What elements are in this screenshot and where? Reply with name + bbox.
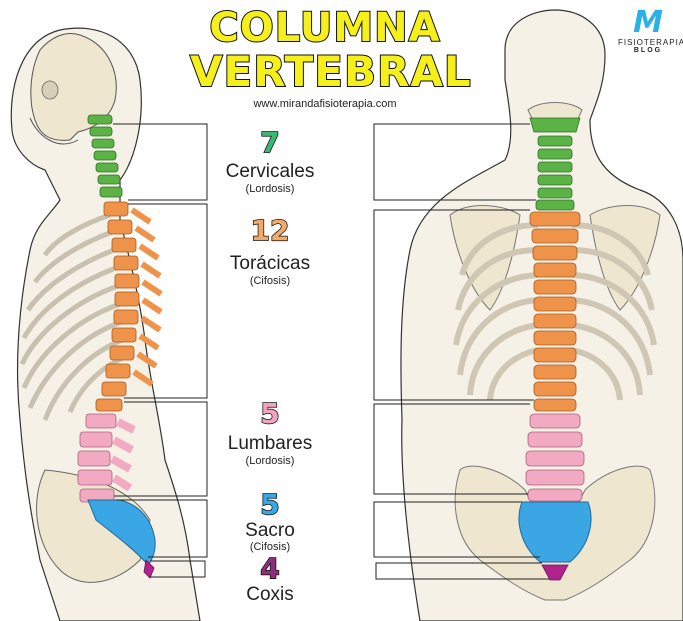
logo-line-1: FISIOTERAPIA [618, 38, 678, 47]
coccyx-count: 4 [200, 554, 340, 584]
coccyx-name: Coxis [200, 584, 340, 606]
title-line-2: VERTEBRAL [190, 50, 460, 94]
lumbar-curve: (Lordosis) [200, 455, 340, 468]
lateral-view [11, 28, 207, 621]
logo-line-2: BLOG [618, 47, 678, 54]
title-line-1: COLUMNA [190, 6, 460, 50]
sacrum-name: Sacro [200, 520, 340, 542]
blog-logo: M FISIOTERAPIA BLOG [618, 8, 678, 54]
logo-mark: M [618, 8, 678, 38]
lumbar-count: 5 [200, 399, 340, 429]
cervical-name: Cervicales [200, 161, 340, 183]
sacrum-count: 5 [200, 490, 340, 520]
eye-socket [42, 81, 58, 99]
thoracic-curve: (Cifosis) [200, 275, 340, 288]
lumbar-name: Lumbares [200, 433, 340, 455]
cervical-curve: (Lordosis) [200, 183, 340, 196]
logo-m-letter: M [633, 5, 663, 40]
thoracic-count: 12 [200, 216, 340, 246]
thoracic-name: Torácicas [200, 253, 340, 275]
website-url: www.mirandafisioterapia.com [200, 98, 450, 110]
cervical-count: 7 [200, 128, 340, 158]
